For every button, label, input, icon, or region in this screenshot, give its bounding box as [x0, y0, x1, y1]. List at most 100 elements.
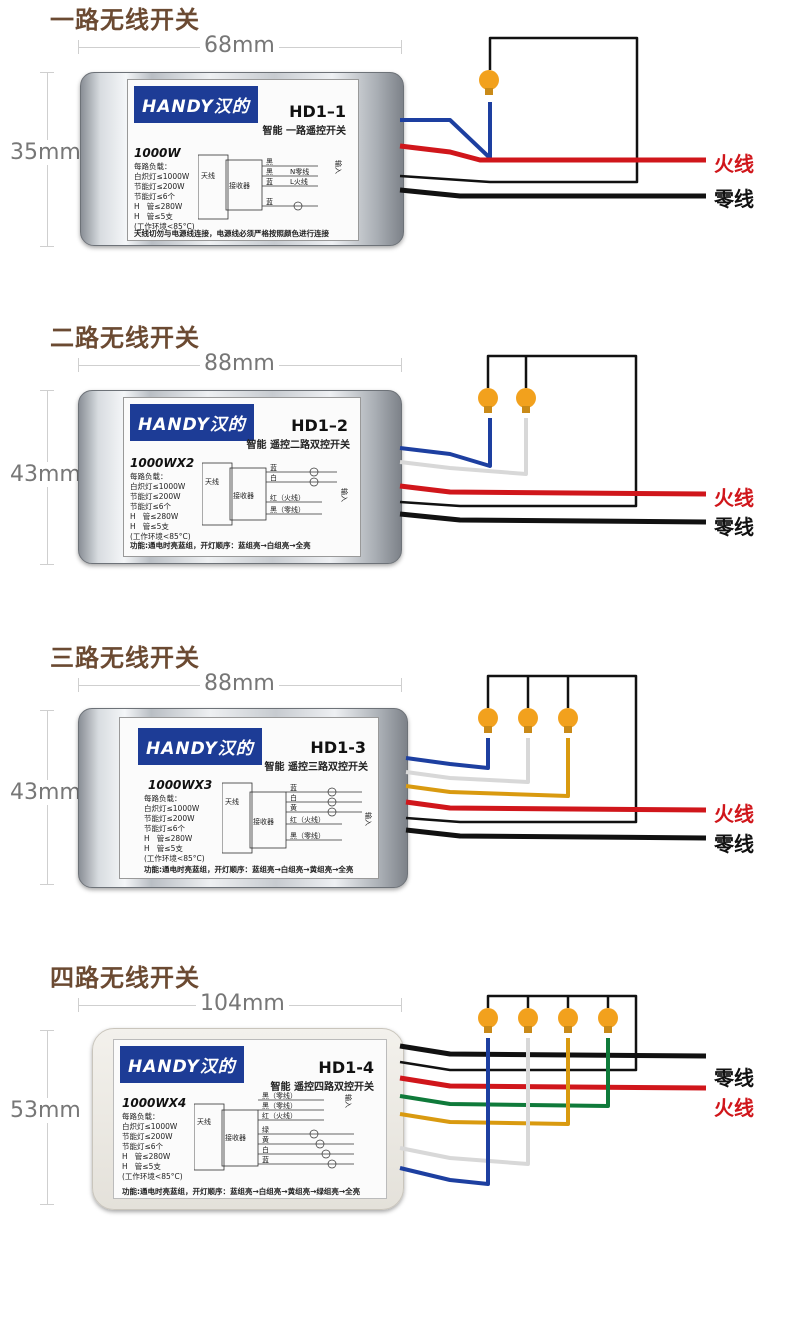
function-note: 功能:通电时亮蓝组，开灯顺序：蓝组亮→白组亮→全亮	[130, 541, 311, 550]
blue-wire	[405, 738, 490, 770]
svg-text:输入: 输入	[364, 812, 372, 826]
svg-text:蓝: 蓝	[270, 463, 277, 472]
load-return-wire	[399, 354, 638, 508]
yellow-wire	[399, 1038, 570, 1126]
white-wire	[399, 418, 528, 476]
bulb-icon	[598, 1008, 618, 1028]
section-title: 一路无线开关	[50, 6, 200, 34]
function-note: 功能:通电时亮蓝组，开灯顺序：蓝组亮→白组亮→黄组亮→绿组亮→全亮	[122, 1187, 361, 1196]
load-specs: 每路负载： 白炽灯≤1000W 节能灯≤200W 节能灯≤6个 H 管≤280W…	[130, 472, 191, 541]
bulb-base	[564, 1026, 572, 1033]
svg-text:红（火线）: 红（火线）	[262, 1111, 297, 1120]
power-rating: 1000WX2	[130, 456, 195, 470]
load-specs: 每路负载： 白炽灯≤1000W 节能灯≤200W 节能灯≤6个 H 管≤280W…	[134, 162, 195, 231]
circuit-diagram: 天线 接收器 蓝 白 黄 红（火线） 黑（零线） 输入	[222, 782, 372, 854]
svg-text:输入: 输入	[344, 1094, 353, 1108]
function-note: 功能:通电时亮蓝组，开灯顺序：蓝组亮→白组亮→黄组亮→全亮	[144, 865, 354, 874]
svg-text:红（火线）: 红（火线）	[270, 493, 305, 502]
brand-logo: HANDY汉的	[120, 1046, 244, 1083]
svg-text:接收器: 接收器	[229, 181, 250, 190]
bulb-icon	[479, 70, 499, 90]
live-wire	[399, 143, 706, 163]
width-dimension: 88mm	[200, 671, 279, 696]
live-wire-label: 火线	[714, 802, 754, 826]
svg-text:蓝: 蓝	[266, 197, 273, 206]
model-number: HD1–2	[291, 416, 348, 435]
switch-module-hd1-2: HANDY汉的 HD1–2 智能 遥控二路双控开关 1000WX2 每路负载： …	[78, 390, 402, 564]
circuit-diagram: 天线 接收器 黑 黑 蓝 蓝 N零线 L火线 输入	[198, 154, 343, 220]
bulb-base	[485, 88, 493, 95]
svg-text:白: 白	[290, 793, 297, 802]
height-dimension: 53mm	[6, 1098, 85, 1123]
svg-text:蓝: 蓝	[262, 1155, 269, 1164]
svg-text:绿: 绿	[262, 1125, 269, 1134]
svg-text:蓝: 蓝	[266, 177, 273, 186]
live-wire	[399, 1075, 707, 1091]
svg-text:黄: 黄	[262, 1135, 269, 1144]
product-label: HANDY汉的 HD1-3 智能 遥控三路双控开关 1000WX3 每路负载： …	[119, 717, 379, 879]
live-wire-label: 火线	[714, 152, 754, 176]
svg-text:黑（零线）: 黑（零线）	[290, 831, 325, 840]
brand-logo: HANDY汉的	[138, 728, 262, 765]
yellow-wire	[405, 738, 570, 798]
svg-text:接收器: 接收器	[233, 491, 254, 500]
product-subtitle: 智能 一路遥控开关	[262, 126, 346, 137]
product-subtitle: 智能 遥控二路双控开关	[246, 440, 350, 451]
svg-text:天线: 天线	[201, 171, 215, 180]
section-two-way: 二路无线开关 88mm 43mm HANDY汉的 HD1–2 智能 遥控二路双控…	[0, 318, 790, 618]
section-three-way: 三路无线开关 88mm 43mm HANDY汉的 HD1-3 智能 遥控三路双控…	[0, 638, 790, 938]
bulb-base	[484, 1026, 492, 1033]
neutral-wire	[405, 827, 707, 841]
model-number: HD1–1	[289, 102, 346, 121]
section-title: 三路无线开关	[50, 644, 200, 672]
bulb-icon	[558, 1008, 578, 1028]
load-return-wire	[405, 674, 638, 824]
svg-text:输入: 输入	[340, 488, 349, 502]
width-dimension: 68mm	[200, 33, 279, 58]
svg-text:黑: 黑	[266, 168, 273, 176]
blue-wire	[400, 102, 492, 160]
svg-text:蓝: 蓝	[290, 783, 297, 792]
load-specs: 每路负载： 白炽灯≤1000W 节能灯≤200W 节能灯≤6个 H 管≤280W…	[144, 794, 205, 863]
switch-module-hd1-4: HANDY汉的 HD1-4 智能 遥控四路双控开关 1000WX4 每路负载： …	[92, 1028, 404, 1210]
svg-text:N零线: N零线	[290, 167, 309, 176]
svg-text:天线: 天线	[197, 1117, 211, 1126]
bulb-icon	[478, 388, 498, 408]
neutral-wire-label: 零线	[714, 187, 754, 211]
circuit-diagram: 天线 接收器 黑（零线） 黑（零线） 红（火线） 绿 黄 白 蓝	[194, 1091, 354, 1171]
svg-text:红（火线）: 红（火线）	[290, 815, 325, 824]
svg-text:接收器: 接收器	[225, 1133, 246, 1142]
svg-text:黑（零线）: 黑（零线）	[270, 505, 305, 514]
neutral-wire-label: 零线	[714, 1066, 754, 1090]
svg-text:输入: 输入	[334, 160, 343, 174]
svg-text:L火线: L火线	[290, 177, 308, 186]
svg-text:黑（零线）: 黑（零线）	[262, 1091, 297, 1100]
bulb-base	[522, 406, 530, 413]
svg-text:天线: 天线	[205, 477, 219, 486]
model-number: HD1-4	[318, 1058, 374, 1077]
product-label: HANDY汉的 HD1-4 智能 遥控四路双控开关 1000WX4 每路负载： …	[113, 1039, 387, 1199]
bulb-icon	[518, 708, 538, 728]
section-one-way: 一路无线开关 68mm 35mm HANDY汉的 HD1–1 智能 一路遥控开关…	[0, 0, 790, 300]
bulb-base	[484, 406, 492, 413]
product-subtitle: 智能 遥控三路双控开关	[264, 762, 368, 773]
green-wire	[399, 1038, 610, 1108]
warning-note: 天线切勿与电源线连接，电源线必须严格按照颜色进行连接	[134, 229, 329, 238]
power-rating: 1000WX4	[122, 1096, 187, 1110]
section-four-way: 四路无线开关 104mm 53mm HANDY汉的 HD1-4 智能 遥控四路双…	[0, 958, 790, 1258]
svg-text:天线: 天线	[225, 797, 239, 806]
width-dimension: 88mm	[200, 351, 279, 376]
neutral-wire-label: 零线	[714, 515, 754, 539]
load-return-wire	[399, 36, 639, 184]
load-return-wire	[399, 994, 638, 1072]
live-wire	[405, 799, 707, 813]
bulb-icon	[478, 1008, 498, 1028]
bulb-base	[604, 1026, 612, 1033]
switch-module-hd1-1: HANDY汉的 HD1–1 智能 一路遥控开关 1000W 每路负载： 白炽灯≤…	[80, 72, 404, 246]
white-wire	[405, 738, 530, 784]
brand-logo: HANDY汉的	[134, 86, 258, 123]
live-wire	[399, 483, 707, 497]
section-title: 四路无线开关	[50, 964, 200, 992]
height-dimension: 43mm	[6, 462, 85, 487]
height-dimension: 35mm	[6, 140, 85, 165]
